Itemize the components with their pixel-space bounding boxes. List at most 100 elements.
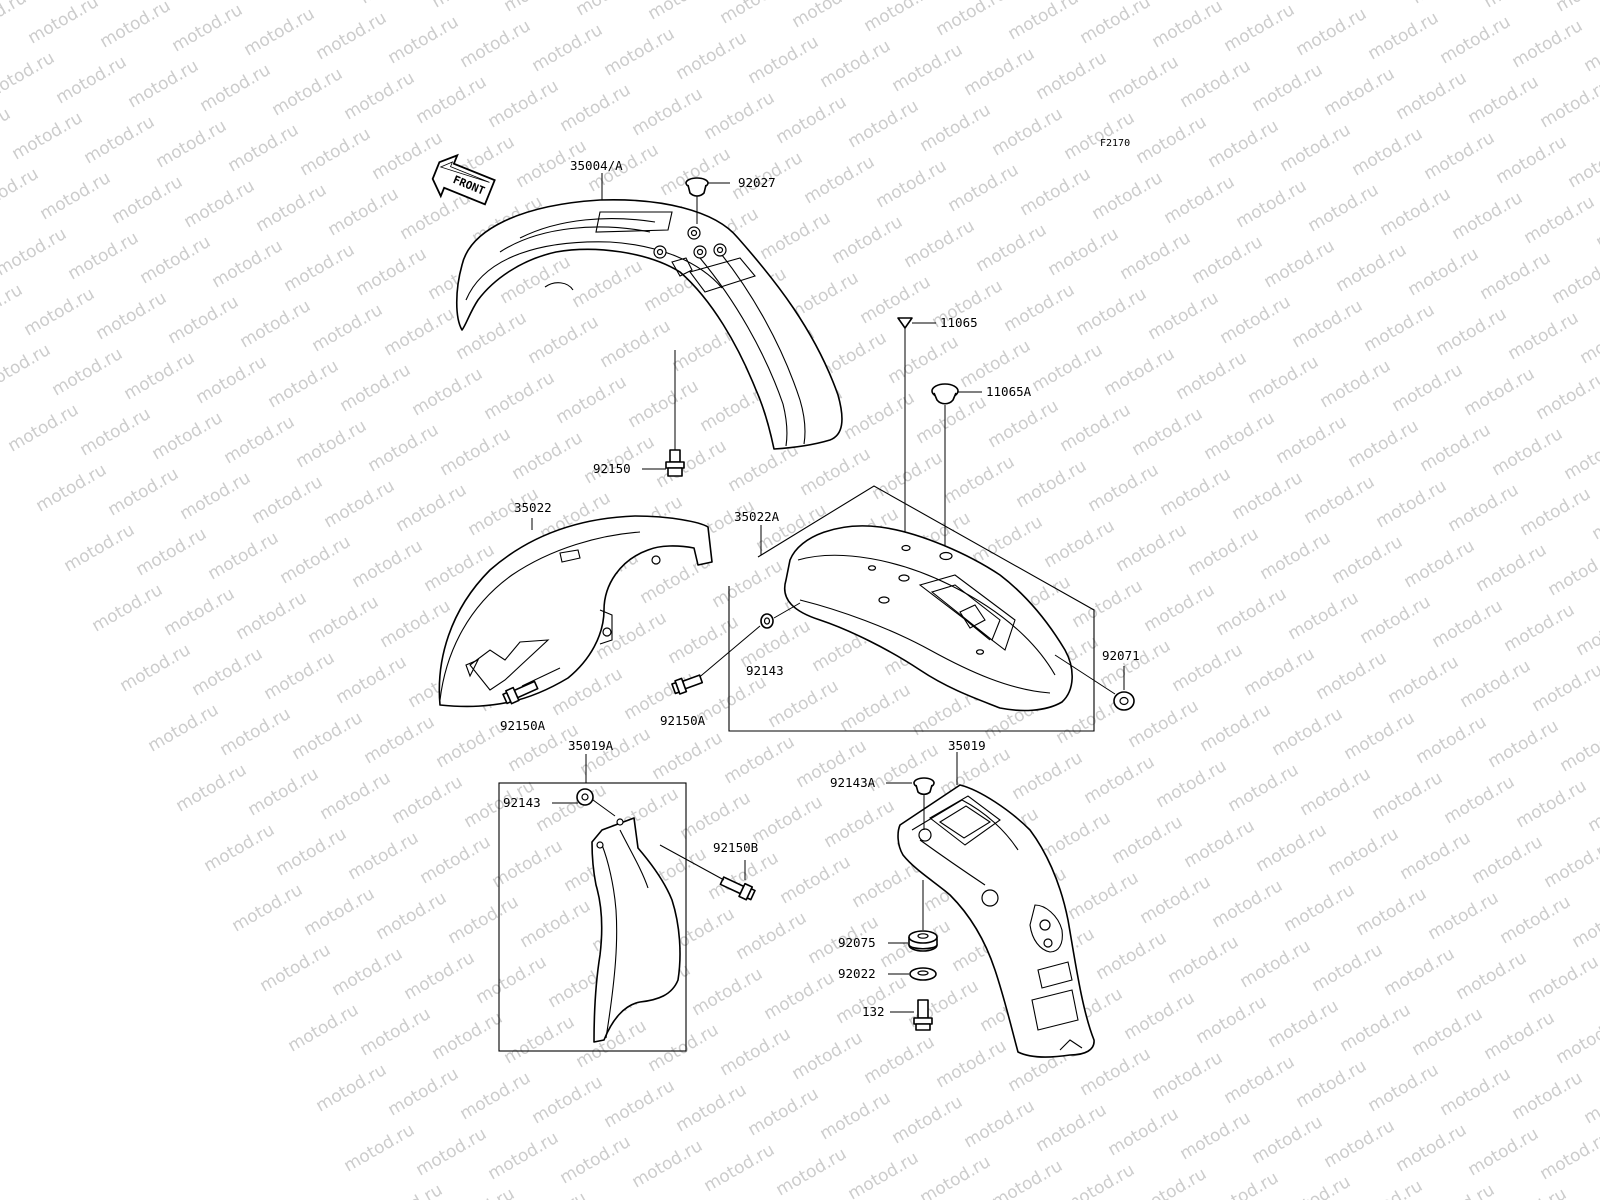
watermark-text: motod.ru bbox=[889, 40, 967, 96]
watermark-text: motod.ru bbox=[325, 184, 403, 240]
watermark-text: motod.ru bbox=[1325, 824, 1403, 880]
watermark-text: motod.ru bbox=[1517, 484, 1595, 540]
watermark-text: motod.ru bbox=[457, 16, 535, 72]
watermark-text: motod.ru bbox=[1437, 1064, 1515, 1120]
watermark-text: motod.ru bbox=[1149, 1048, 1227, 1104]
watermark-text: motod.ru bbox=[217, 704, 295, 760]
watermark-text: motod.ru bbox=[649, 728, 727, 784]
watermark-text: motod.ru bbox=[1553, 1012, 1600, 1068]
watermark-text: motod.ru bbox=[1309, 940, 1387, 996]
watermark-text: motod.ru bbox=[1205, 1168, 1283, 1200]
watermark-text: motod.ru bbox=[1401, 536, 1479, 592]
watermark-text: motod.ru bbox=[417, 832, 495, 888]
watermark-text: motod.ru bbox=[345, 828, 423, 884]
watermark-text: motod.ru bbox=[1421, 1180, 1499, 1200]
watermark-text: motod.ru bbox=[441, 1184, 519, 1200]
watermark-text: motod.ru bbox=[445, 892, 523, 948]
watermark-text: motod.ru bbox=[21, 284, 99, 340]
watermark-text: motod.ru bbox=[861, 1032, 939, 1088]
watermark-text: motod.ru bbox=[209, 236, 287, 292]
watermark-text: motod.ru bbox=[1161, 172, 1239, 228]
washer-92022-drawing bbox=[909, 967, 937, 981]
watermark-text: motod.ru bbox=[289, 708, 367, 764]
plug-11065a-drawing bbox=[931, 383, 959, 555]
bolt-92150a-left-drawing bbox=[502, 680, 539, 705]
watermark-text: motod.ru bbox=[1073, 284, 1151, 340]
watermark-text: motod.ru bbox=[429, 0, 507, 12]
watermark-text: motod.ru bbox=[1465, 1124, 1543, 1180]
watermark-text: motod.ru bbox=[885, 332, 963, 388]
watermark-text: motod.ru bbox=[93, 288, 171, 344]
label-92150b: 92150B bbox=[713, 840, 758, 855]
watermark-text: motod.ru bbox=[1105, 1104, 1183, 1160]
watermark-text: motod.ru bbox=[33, 460, 111, 516]
watermark-text: motod.ru bbox=[557, 80, 635, 136]
watermark-text: motod.ru bbox=[1321, 64, 1399, 120]
watermark-text: motod.ru bbox=[381, 304, 459, 360]
watermark-text: motod.ru bbox=[197, 60, 275, 116]
label-35022: 35022 bbox=[514, 500, 552, 515]
label-11065a: 11065A bbox=[986, 384, 1032, 399]
watermark-text: motod.ru bbox=[973, 220, 1051, 276]
watermark-text: motod.ru bbox=[1353, 884, 1431, 940]
watermark-text: motod.ru bbox=[1337, 1000, 1415, 1056]
watermark-text: motod.ru bbox=[1077, 0, 1155, 48]
watermark-text: motod.ru bbox=[1245, 352, 1323, 408]
watermark-text: motod.ru bbox=[429, 1008, 507, 1064]
figure-code: F2170 bbox=[1100, 138, 1130, 149]
watermark-text: motod.ru bbox=[1189, 232, 1267, 288]
watermark-text: motod.ru bbox=[1405, 244, 1483, 300]
watermark-text: motod.ru bbox=[77, 404, 155, 460]
bolt-132-drawing bbox=[913, 999, 933, 1031]
watermark-text: motod.ru bbox=[233, 588, 311, 644]
watermark-text: motod.ru bbox=[193, 352, 271, 408]
watermark-text: motod.ru bbox=[229, 880, 307, 936]
watermark-text: motod.ru bbox=[673, 28, 751, 84]
watermark-text: motod.ru bbox=[1293, 4, 1371, 60]
watermark-text: motod.ru bbox=[361, 712, 439, 768]
watermark-text: motod.ru bbox=[1349, 1176, 1427, 1200]
watermark-text: motod.ru bbox=[0, 0, 30, 44]
watermark-text: motod.ru bbox=[801, 152, 879, 208]
watermark-text: motod.ru bbox=[1225, 760, 1303, 816]
watermark-text: motod.ru bbox=[1125, 696, 1203, 752]
watermark-text: motod.ru bbox=[821, 796, 899, 852]
watermark-text: motod.ru bbox=[717, 1024, 795, 1080]
watermark-text: motod.ru bbox=[97, 0, 175, 52]
watermark-text: motod.ru bbox=[293, 416, 371, 472]
mud-flap-35019a-drawing bbox=[591, 817, 681, 1043]
watermark-text: motod.ru bbox=[1533, 368, 1600, 424]
watermark-text: motod.ru bbox=[1197, 700, 1275, 756]
watermark-text: motod.ru bbox=[689, 964, 767, 1020]
watermark-text: motod.ru bbox=[665, 612, 743, 668]
watermark-text: motod.ru bbox=[1329, 532, 1407, 588]
label-92150: 92150 bbox=[593, 461, 631, 476]
watermark-text: motod.ru bbox=[337, 360, 415, 416]
watermark-text: motod.ru bbox=[917, 100, 995, 156]
label-92143a: 92143A bbox=[830, 775, 876, 790]
label-92022: 92022 bbox=[838, 966, 876, 981]
washer-92143a-drawing bbox=[913, 777, 935, 796]
label-35004-a: 35004/A bbox=[570, 158, 623, 173]
watermark-text: motod.ru bbox=[205, 528, 283, 584]
watermark-text: motod.ru bbox=[1261, 236, 1339, 292]
watermark-text: motod.ru bbox=[1017, 164, 1095, 220]
watermark-text: motod.ru bbox=[9, 108, 87, 164]
nut-92071-drawing bbox=[1113, 691, 1135, 711]
watermark-text: motod.ru bbox=[265, 356, 343, 412]
watermark-text: motod.ru bbox=[677, 788, 755, 844]
watermark-text: motod.ru bbox=[1297, 764, 1375, 820]
label-92150a-left: 92150A bbox=[500, 718, 546, 733]
watermark-text: motod.ru bbox=[857, 272, 935, 328]
watermark-text: motod.ru bbox=[1293, 1056, 1371, 1112]
watermark-text: motod.ru bbox=[1141, 580, 1219, 636]
watermark-text: motod.ru bbox=[1061, 1160, 1139, 1200]
watermark-text: motod.ru bbox=[1421, 128, 1499, 184]
watermark-text: motod.ru bbox=[1229, 468, 1307, 524]
watermark-text: motod.ru bbox=[761, 968, 839, 1024]
watermark-text: motod.ru bbox=[1013, 456, 1091, 512]
watermark-text: motod.ru bbox=[1133, 1164, 1211, 1200]
watermark-text: motod.ru bbox=[1121, 988, 1199, 1044]
watermark-text: motod.ru bbox=[1101, 344, 1179, 400]
watermark-text: motod.ru bbox=[1473, 540, 1551, 596]
